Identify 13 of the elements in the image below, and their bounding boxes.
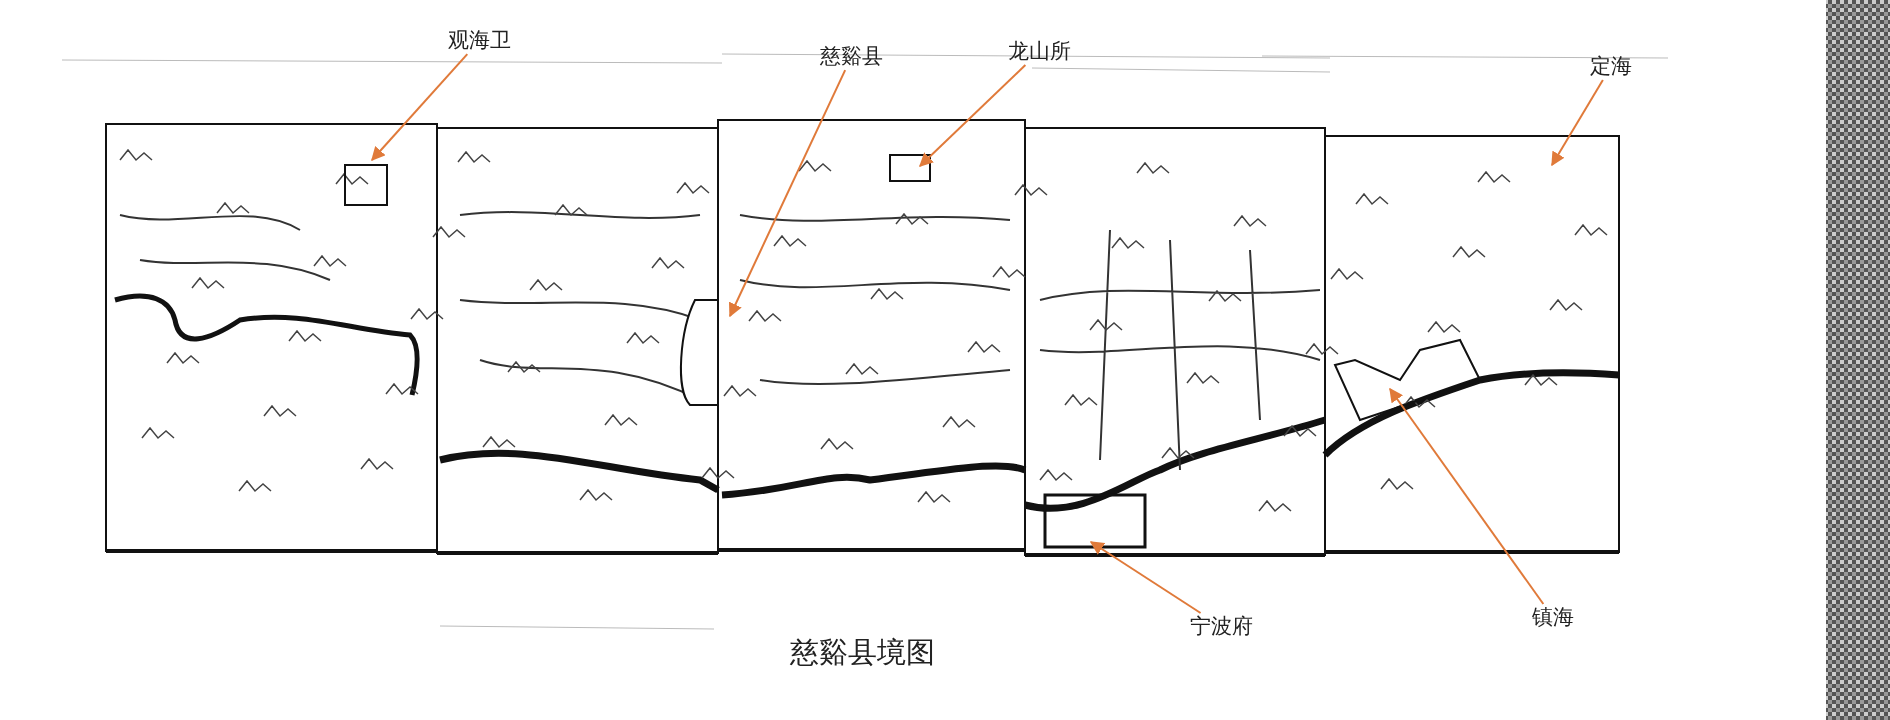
leader-arrow (919, 64, 1027, 167)
place-label: 宁波府 (1190, 615, 1253, 639)
leader-arrow (1089, 541, 1202, 614)
place-label: 慈谿县 (820, 45, 883, 69)
leader-arrow (1551, 79, 1604, 167)
place-label: 镇海 (1532, 606, 1574, 630)
place-label: 龙山所 (1008, 40, 1071, 64)
leader-arrow (729, 69, 847, 318)
leader-arrow (1389, 387, 1545, 605)
caption: 慈谿县境图 (790, 634, 935, 671)
leader-arrow (371, 53, 469, 162)
place-label: 观海卫 (448, 29, 511, 53)
place-label: 定海 (1590, 55, 1632, 79)
